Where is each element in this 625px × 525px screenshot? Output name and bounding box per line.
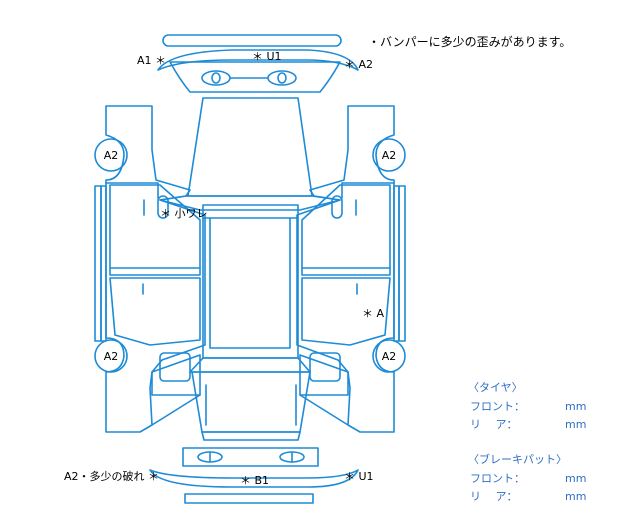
tire-rear-label: リ ア： [470,418,518,431]
right-side-strip [398,185,406,342]
wheel-label-rear-left: A2 [103,350,119,363]
wheel-label-rear-right: A2 [381,350,397,363]
label-front-a1: A1 ＊ [137,54,167,67]
left-side-body [105,105,206,433]
label-left-scratch: ＊ 小ワレ [160,207,208,220]
rear-bumper-top [201,431,301,441]
front-grille [169,61,341,93]
rear-bumper-panel [182,447,319,467]
left-rear-door [109,277,201,346]
left-tail-lamp [159,352,191,382]
tire-front-label: フロント： [470,400,525,413]
rear-bumper-bar [184,493,314,504]
left-mirror [157,195,169,219]
tire-rear-row: リ ア： mm [470,418,590,431]
brake-front-label: フロント： [470,472,525,485]
label-front-u1: ＊ U1 [252,50,282,63]
wheel-rear-right [372,339,406,373]
wheel-label-front-left: A2 [103,149,119,162]
right-tail-lamp [309,352,341,382]
label-rear-u1: ＊ U1 [344,470,374,483]
wheel-label-front-right: A2 [381,149,397,162]
left-front-door [109,184,201,276]
right-rear-door [301,277,391,346]
roof [202,204,299,359]
hood [187,97,313,197]
brake-front-row: フロント： mm [470,472,590,485]
front-bumper [157,49,359,71]
right-side-body [296,105,395,433]
wheel-rear-left [94,339,128,373]
brake-rear-row: リ ア： mm [470,490,590,503]
front-bumper-bar [162,34,342,47]
tire-title: 〈タイヤ〉 [468,381,523,394]
rear-window [189,357,311,373]
label-right-a: ＊ A [362,307,385,320]
brake-rear-unit: mm [565,490,587,503]
label-rear-left: A2・多少の破れ ＊ [64,470,160,483]
wheel-front-right [372,138,406,172]
rear-bumper [149,469,359,488]
brake-rear-label: リ ア： [470,490,518,503]
label-front-a2: ＊ A2 [344,58,374,71]
left-side-strip [94,185,102,342]
brake-title: 〈ブレーキパット〉 [468,453,567,466]
damage-note: ・バンパーに多少の歪みがあります。 [368,35,572,49]
tire-front-unit: mm [565,400,587,413]
label-rear-b1: ＊ B1 [240,474,270,487]
wheel-front-left [94,138,128,172]
right-front-door [301,184,391,276]
brake-front-unit: mm [565,472,587,485]
right-mirror [331,195,343,219]
tire-rear-unit: mm [565,418,587,431]
tire-front-row: フロント： mm [470,400,590,413]
trunk [191,371,311,433]
